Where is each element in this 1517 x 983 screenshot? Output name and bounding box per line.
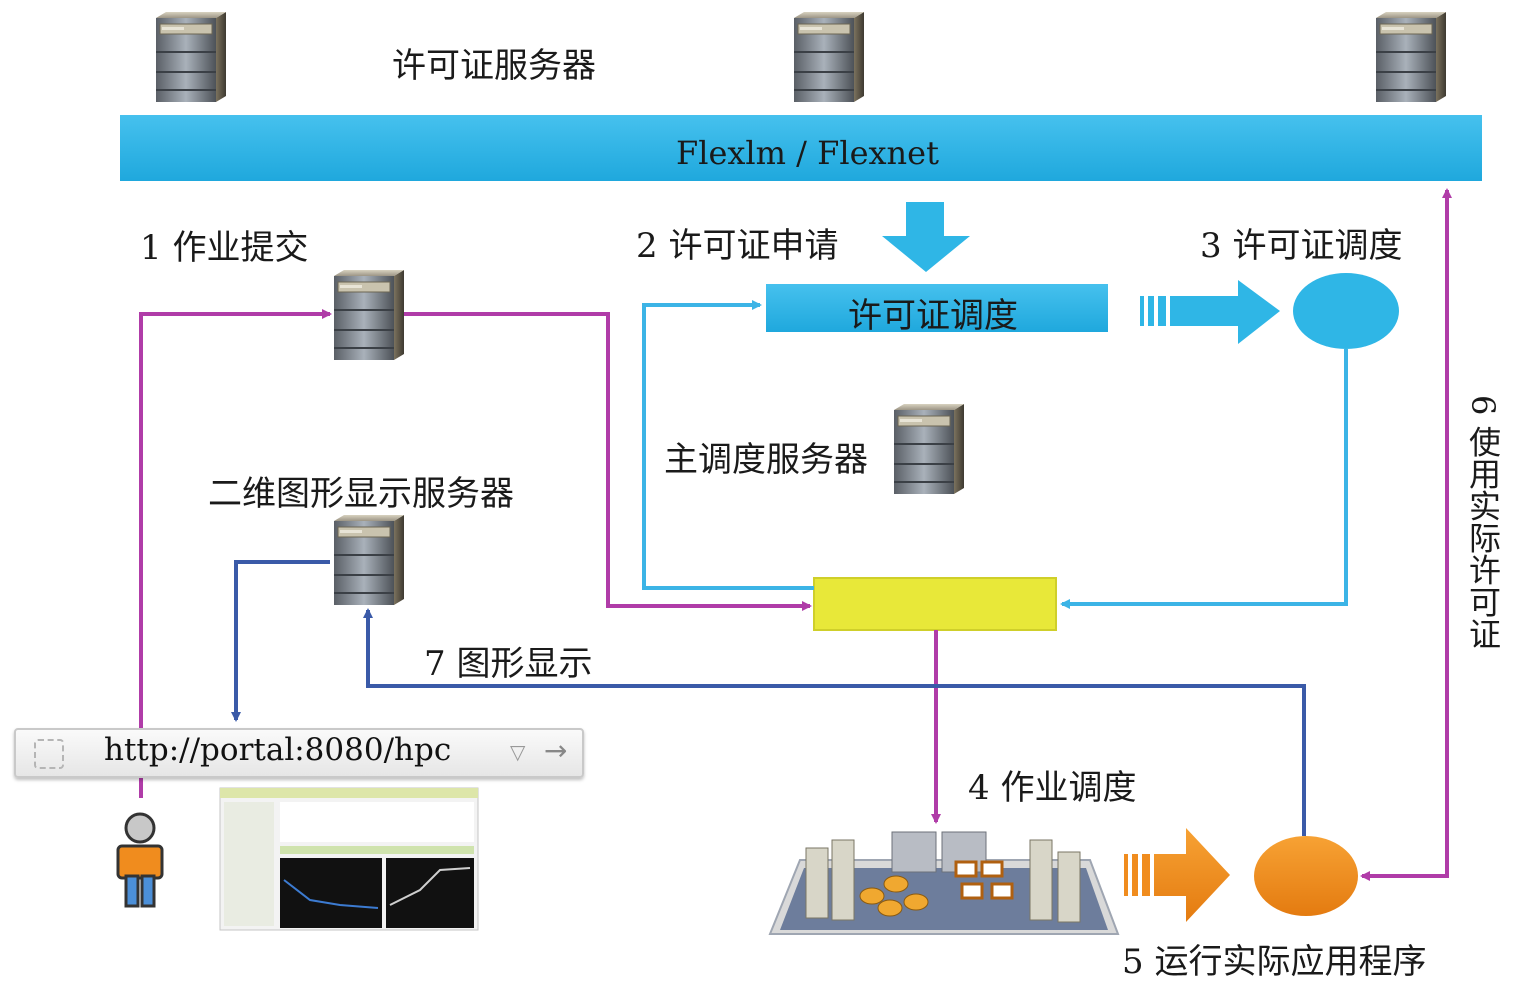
down-arrow-icon: [882, 202, 970, 272]
license-server-icon: [793, 11, 865, 103]
master-scheduler-label: 主调度服务器: [664, 440, 868, 480]
url-text: http://portal:8080/hpc: [104, 732, 452, 768]
user-person-icon: [116, 812, 164, 908]
graphics-to-portal-line: [231, 560, 330, 722]
master-scheduler-server-icon: [893, 403, 965, 495]
page-icon: [34, 739, 64, 769]
license-grant-line: [1060, 349, 1348, 609]
step2-label: 2 许可证申请: [636, 226, 839, 266]
step6-label: 6 使用实际许可证: [1464, 395, 1502, 650]
scheduler-bar: [813, 577, 1057, 631]
step5-label: 5 运行实际应用程序: [1122, 942, 1427, 982]
right-arrow-icon: [1140, 280, 1280, 344]
step4-label: 4 作业调度: [968, 768, 1137, 808]
step1-label: 1 作业提交: [140, 228, 309, 268]
application-node: [1254, 836, 1358, 916]
license-scheduling-label: 许可证调度: [848, 296, 1018, 336]
job-forward-line: [404, 312, 812, 611]
go-arrow-icon[interactable]: →: [544, 734, 568, 767]
license-scheduling-bar: [766, 284, 1108, 332]
flexlm-bar: [120, 115, 1482, 181]
chevron-down-icon[interactable]: ▽: [510, 740, 526, 764]
flexlm-label: Flexlm / Flexnet: [676, 134, 939, 172]
job-submit-server-icon: [333, 269, 405, 361]
step3-label: 3 许可证调度: [1200, 226, 1403, 266]
compute-cluster-icon: [768, 831, 1120, 935]
job-submit-line: [139, 309, 332, 798]
graphics-display-line: [363, 608, 1306, 836]
graphics-server-label: 二维图形显示服务器: [208, 474, 514, 514]
license-scheduler-node: [1293, 273, 1399, 349]
step7-label: 7 图形显示: [424, 644, 593, 684]
license-server-icon: [1375, 11, 1447, 103]
license-server-icon: [155, 11, 227, 103]
portal-url-bar[interactable]: http://portal:8080/hpc ▽ →: [14, 728, 584, 778]
run-arrow-icon: [1124, 828, 1230, 922]
license-request-line: [642, 300, 814, 590]
portal-screenshot-thumbnail: [219, 787, 479, 931]
license-servers-label: 许可证服务器: [392, 46, 596, 86]
graphics-server-icon: [333, 514, 405, 606]
